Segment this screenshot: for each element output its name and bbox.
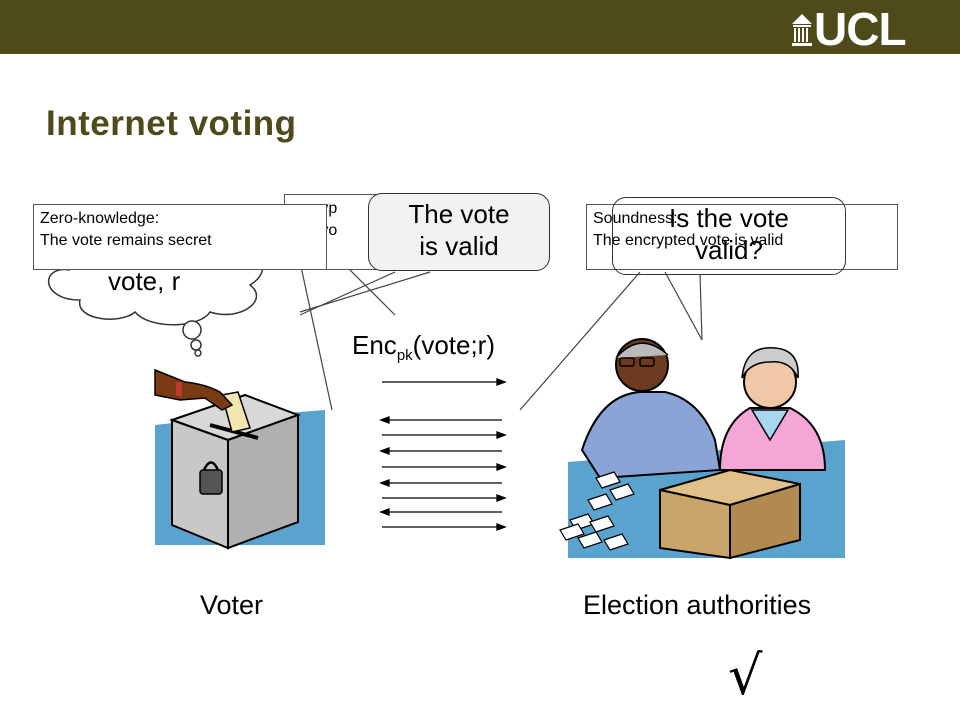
zero-knowledge-box: Zero-knowledge: The vote remains secret bbox=[33, 204, 327, 270]
soundness-box: Soundness: The encrypted vote is valid bbox=[586, 204, 898, 270]
election-authorities-label: Election authorities bbox=[583, 590, 812, 620]
ballot-box-illustration bbox=[154, 368, 325, 550]
prover-speech-line-2: is valid bbox=[419, 231, 499, 261]
prover-speech-line-1: The vote bbox=[408, 199, 510, 229]
soundness-heading: Soundness: bbox=[593, 210, 678, 227]
voter-label: Voter bbox=[200, 590, 264, 620]
ciphertext-args: (vote;r) bbox=[412, 330, 495, 360]
protocol-arrows bbox=[379, 378, 507, 531]
portico-icon bbox=[792, 14, 812, 46]
election-authorities-illustration bbox=[559, 338, 845, 560]
slide-title: Internet voting bbox=[46, 104, 297, 143]
soundness-text: The encrypted vote is valid bbox=[593, 232, 784, 249]
zero-knowledge-text: The vote remains secret bbox=[40, 232, 212, 249]
ciphertext-main: Enc bbox=[352, 330, 397, 360]
logo-text: UCL bbox=[814, 3, 907, 55]
verifier-speech-line-1: Is the vote bbox=[669, 203, 789, 233]
thought-text: vote, r bbox=[108, 266, 181, 296]
verifier-speech-line-2: valid? bbox=[695, 235, 763, 265]
ciphertext-subscript: pk bbox=[396, 347, 413, 365]
ciphertext-label: Encpk(vote;r) bbox=[352, 330, 495, 364]
zero-knowledge-heading: Zero-knowledge: bbox=[40, 210, 160, 227]
verifier-speech-bubble: Is the vote valid? bbox=[612, 197, 846, 275]
check-mark: √ bbox=[728, 644, 763, 707]
header-bar: UCL bbox=[0, 0, 960, 54]
prover-speech-bubble: The vote is valid bbox=[368, 193, 550, 271]
ucl-logo: UCL bbox=[790, 3, 907, 55]
